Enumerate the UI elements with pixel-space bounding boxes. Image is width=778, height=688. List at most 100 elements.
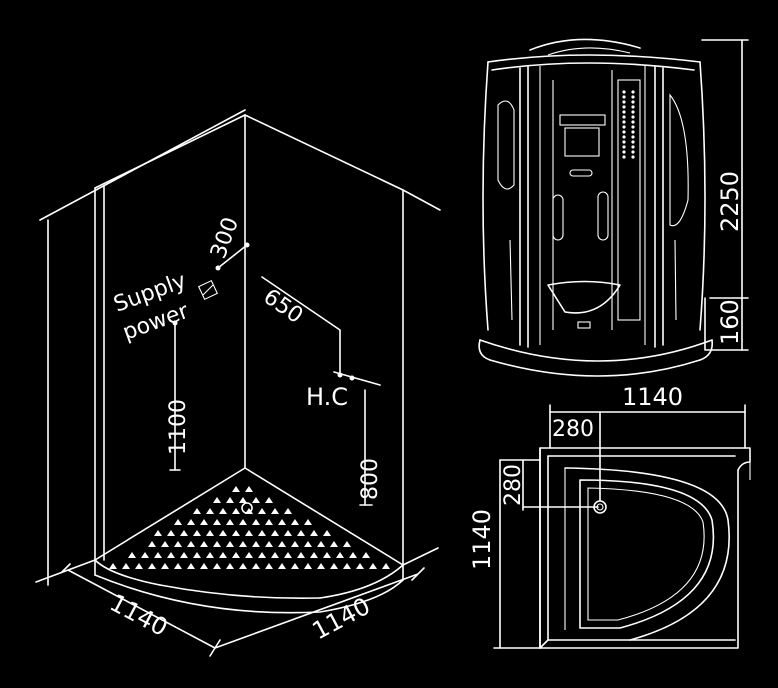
tray-texture-mark: [154, 552, 162, 558]
tray-texture-mark: [304, 541, 312, 547]
hc-label: H.C: [306, 383, 348, 411]
tray-texture-mark: [278, 541, 286, 547]
tray-texture-mark: [219, 552, 227, 558]
tray-texture-mark: [297, 552, 305, 558]
tray-texture-mark: [310, 552, 318, 558]
nozzle-dot: [631, 95, 635, 99]
nozzle-dot: [622, 155, 626, 159]
nozzle-dot: [631, 130, 635, 134]
nozzle-dot: [631, 145, 635, 149]
tray-texture-mark: [245, 552, 253, 558]
tray-texture-mark: [330, 563, 338, 569]
tray-texture-mark: [187, 563, 195, 569]
tray-texture-mark: [252, 497, 260, 503]
tray-texture-mark: [317, 563, 325, 569]
tray-texture-mark: [128, 552, 136, 558]
iso-height-dimension: [35, 109, 246, 586]
tray-texture-mark: [161, 541, 169, 547]
tray-texture-mark: [271, 552, 279, 558]
plan-drain-x-dim: 280: [552, 417, 594, 442]
tray-texture-mark: [213, 563, 221, 569]
hc-offset-dim: 650: [259, 284, 308, 329]
tray-texture-mark: [265, 541, 273, 547]
nozzle-dot: [631, 135, 635, 139]
tray-texture-mark: [226, 519, 234, 525]
tray-texture-mark: [252, 563, 260, 569]
tray-texture-mark: [265, 563, 273, 569]
nozzle-dot: [622, 125, 626, 129]
tray-texture-mark: [206, 508, 214, 514]
tray-texture-mark: [278, 563, 286, 569]
tray-texture-mark: [154, 530, 162, 536]
nozzle-dot: [622, 130, 626, 134]
nozzle-dot: [622, 95, 626, 99]
nozzle-dot: [622, 110, 626, 114]
nozzle-dot: [631, 150, 635, 154]
tray-texture-mark: [161, 563, 169, 569]
tray-texture-mark: [180, 530, 188, 536]
iso-base-right-dim: 1140: [308, 592, 375, 645]
tray-texture-mark: [135, 563, 143, 569]
tray-texture-mark: [382, 563, 390, 569]
nozzle-dot: [631, 115, 635, 119]
tray-texture-mark: [336, 552, 344, 558]
tray-texture-mark: [245, 530, 253, 536]
tray-texture-mark: [180, 552, 188, 558]
tray-texture-mark: [297, 530, 305, 536]
tray-texture-mark: [232, 486, 240, 492]
tray-texture-mark: [343, 563, 351, 569]
tray-texture-mark: [206, 530, 214, 536]
nozzle-dot: [631, 125, 635, 129]
nozzle-dot: [631, 120, 635, 124]
tray-texture-mark: [284, 530, 292, 536]
tray-texture-mark: [310, 530, 318, 536]
front-nozzle-dots: [622, 90, 635, 159]
tray-texture-mark: [258, 530, 266, 536]
tray-texture-mark: [258, 508, 266, 514]
tray-texture-mark: [252, 541, 260, 547]
hc-height-dim: 800: [358, 458, 383, 500]
tray-texture-mark: [187, 519, 195, 525]
tray-texture-mark: [265, 497, 273, 503]
nozzle-dot: [622, 120, 626, 124]
nozzle-dot: [631, 100, 635, 104]
tray-texture-mark: [226, 497, 234, 503]
tray-texture: [109, 486, 390, 569]
front-view-cabin: [478, 38, 714, 377]
nozzle-dot: [622, 90, 626, 94]
front-total-height-dim: 2250: [716, 171, 744, 232]
tray-texture-mark: [200, 541, 208, 547]
tray-texture-mark: [206, 552, 214, 558]
tray-texture-mark: [219, 530, 227, 536]
tray-texture-mark: [343, 541, 351, 547]
tray-texture-mark: [284, 552, 292, 558]
tray-texture-mark: [369, 563, 377, 569]
tray-texture-mark: [141, 552, 149, 558]
tray-texture-mark: [291, 519, 299, 525]
plan-depth-dim: 1140: [468, 509, 496, 570]
tray-texture-mark: [148, 563, 156, 569]
tray-texture-mark: [193, 508, 201, 514]
tray-texture-mark: [122, 563, 130, 569]
hc-marker: [261, 276, 381, 506]
plan-drain-y-dim: 280: [501, 464, 526, 506]
front-tray-height-dim: 160: [716, 299, 744, 345]
nozzle-dot: [631, 110, 635, 114]
tray-texture-mark: [193, 552, 201, 558]
tray-texture-mark: [167, 552, 175, 558]
tray-texture-mark: [349, 552, 357, 558]
tray-texture-mark: [323, 552, 331, 558]
tray-texture-mark: [226, 563, 234, 569]
tray-texture-mark: [284, 508, 292, 514]
tray-texture-mark: [239, 541, 247, 547]
nozzle-dot: [631, 90, 635, 94]
tray-texture-mark: [109, 563, 117, 569]
iso-shower-outline: [94, 114, 404, 614]
nozzle-dot: [622, 105, 626, 109]
tray-texture-mark: [265, 519, 273, 525]
tray-texture-mark: [362, 552, 370, 558]
tray-texture-mark: [219, 508, 227, 514]
tray-texture-mark: [174, 563, 182, 569]
nozzle-dot: [622, 145, 626, 149]
